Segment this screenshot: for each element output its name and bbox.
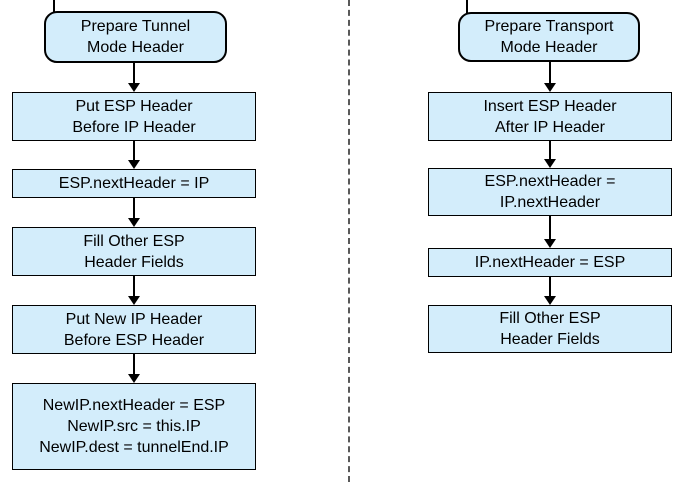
- arrow-shaft: [133, 354, 135, 374]
- arrow-shaft: [133, 141, 135, 160]
- arrow-head: [544, 159, 556, 168]
- transport-step-insert-esp-header: Insert ESP Header After IP Header: [428, 92, 672, 141]
- arrow-head: [544, 83, 556, 92]
- arrow-down-icon: [544, 141, 556, 168]
- transport-step-esp-nextheader: ESP.nextHeader = IP.nextHeader: [428, 168, 672, 216]
- arrow-shaft: [133, 276, 135, 296]
- transport-step-ip-nextheader: IP.nextHeader = ESP: [428, 248, 672, 277]
- tunnel-step-put-esp-header: Put ESP Header Before IP Header: [12, 92, 256, 141]
- arrow-head: [544, 296, 556, 305]
- arrow-down-icon: [128, 276, 140, 305]
- arrow-down-icon: [544, 277, 556, 305]
- arrow-down-icon: [128, 141, 140, 169]
- top-connector-stub-left: [53, 0, 55, 12]
- arrow-shaft: [549, 216, 551, 239]
- arrow-down-icon: [128, 63, 140, 92]
- dashed-divider-line: [348, 0, 350, 482]
- tunnel-start-node: Prepare Tunnel Mode Header: [44, 11, 227, 63]
- tunnel-step-put-new-ip-header: Put New IP Header Before ESP Header: [12, 305, 256, 354]
- arrow-head: [128, 374, 140, 383]
- arrow-shaft: [133, 198, 135, 218]
- arrow-head: [128, 83, 140, 92]
- tunnel-step-fill-other-fields: Fill Other ESP Header Fields: [12, 227, 256, 276]
- top-connector-stub-right: [466, 0, 468, 13]
- arrow-head: [128, 296, 140, 305]
- arrow-shaft: [549, 62, 551, 83]
- arrow-shaft: [549, 277, 551, 296]
- arrow-shaft: [133, 63, 135, 83]
- transport-step-fill-other-fields: Fill Other ESP Header Fields: [428, 305, 672, 353]
- tunnel-step-newip-assignments: NewIP.nextHeader = ESP NewIP.src = this.…: [12, 383, 256, 470]
- arrow-head: [128, 218, 140, 227]
- arrow-shaft: [549, 141, 551, 159]
- transport-start-node: Prepare Transport Mode Header: [458, 12, 640, 62]
- arrow-down-icon: [128, 198, 140, 227]
- arrow-down-icon: [544, 62, 556, 92]
- arrow-down-icon: [128, 354, 140, 383]
- arrow-down-icon: [544, 216, 556, 248]
- arrow-head: [544, 239, 556, 248]
- arrow-head: [128, 160, 140, 169]
- tunnel-step-esp-nextheader: ESP.nextHeader = IP: [12, 169, 256, 198]
